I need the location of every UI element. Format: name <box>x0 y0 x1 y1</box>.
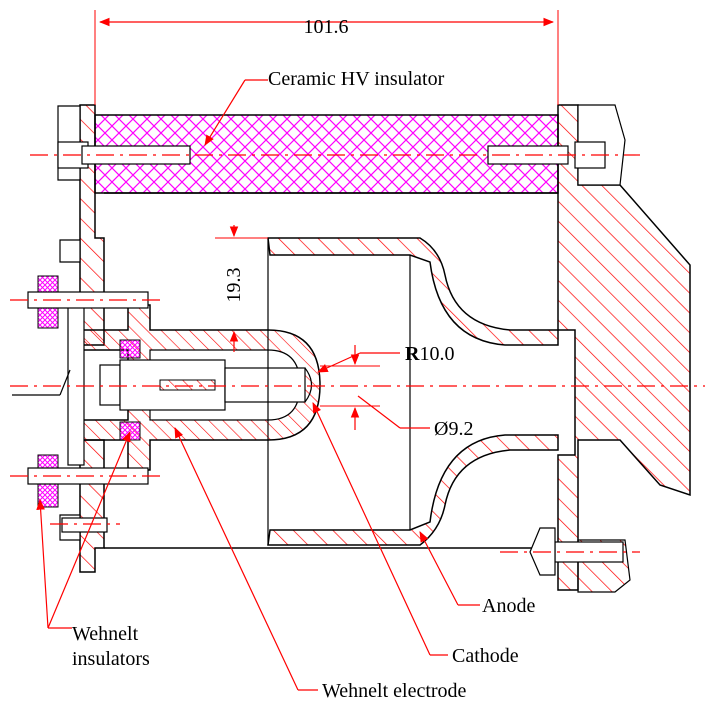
diameter-dimension <box>320 345 430 430</box>
cathode-leader-arrow <box>312 402 431 656</box>
wehnelt-electrode-leader-arrow <box>174 427 299 691</box>
wehnelt-insulators-label-line1: Wehnelt <box>72 623 139 645</box>
radius-value: 10.0 <box>419 343 454 365</box>
radius-leader <box>317 352 400 373</box>
cathode-label: Cathode <box>452 645 519 667</box>
insulator-leader-arrow <box>204 79 246 146</box>
dimension-gap-label: 19.3 <box>223 268 245 303</box>
wehnelt-insulators-label-line2: insulators <box>72 648 150 670</box>
dimension-gap <box>215 225 268 352</box>
wehnelt-insulators-leaders <box>36 431 131 629</box>
center-lines <box>10 154 705 553</box>
wehnelt-electrode-label: Wehnelt electrode <box>322 680 467 702</box>
dimension-length-label: 101.6 <box>304 16 349 38</box>
right-flange <box>557 104 691 593</box>
body-outline <box>104 192 558 549</box>
cathode-assembly <box>12 359 313 411</box>
insulator-label: Ceramic HV insulator <box>268 68 445 90</box>
bolts <box>27 141 624 576</box>
dimension-length <box>94 10 559 105</box>
anode <box>267 237 559 546</box>
radius-label: R10.0 <box>405 343 454 365</box>
anode-leader-arrow <box>419 531 459 606</box>
anode-label: Anode <box>482 595 535 617</box>
diameter-label: Ø9.2 <box>434 418 473 440</box>
radius-prefix: R <box>405 343 420 365</box>
